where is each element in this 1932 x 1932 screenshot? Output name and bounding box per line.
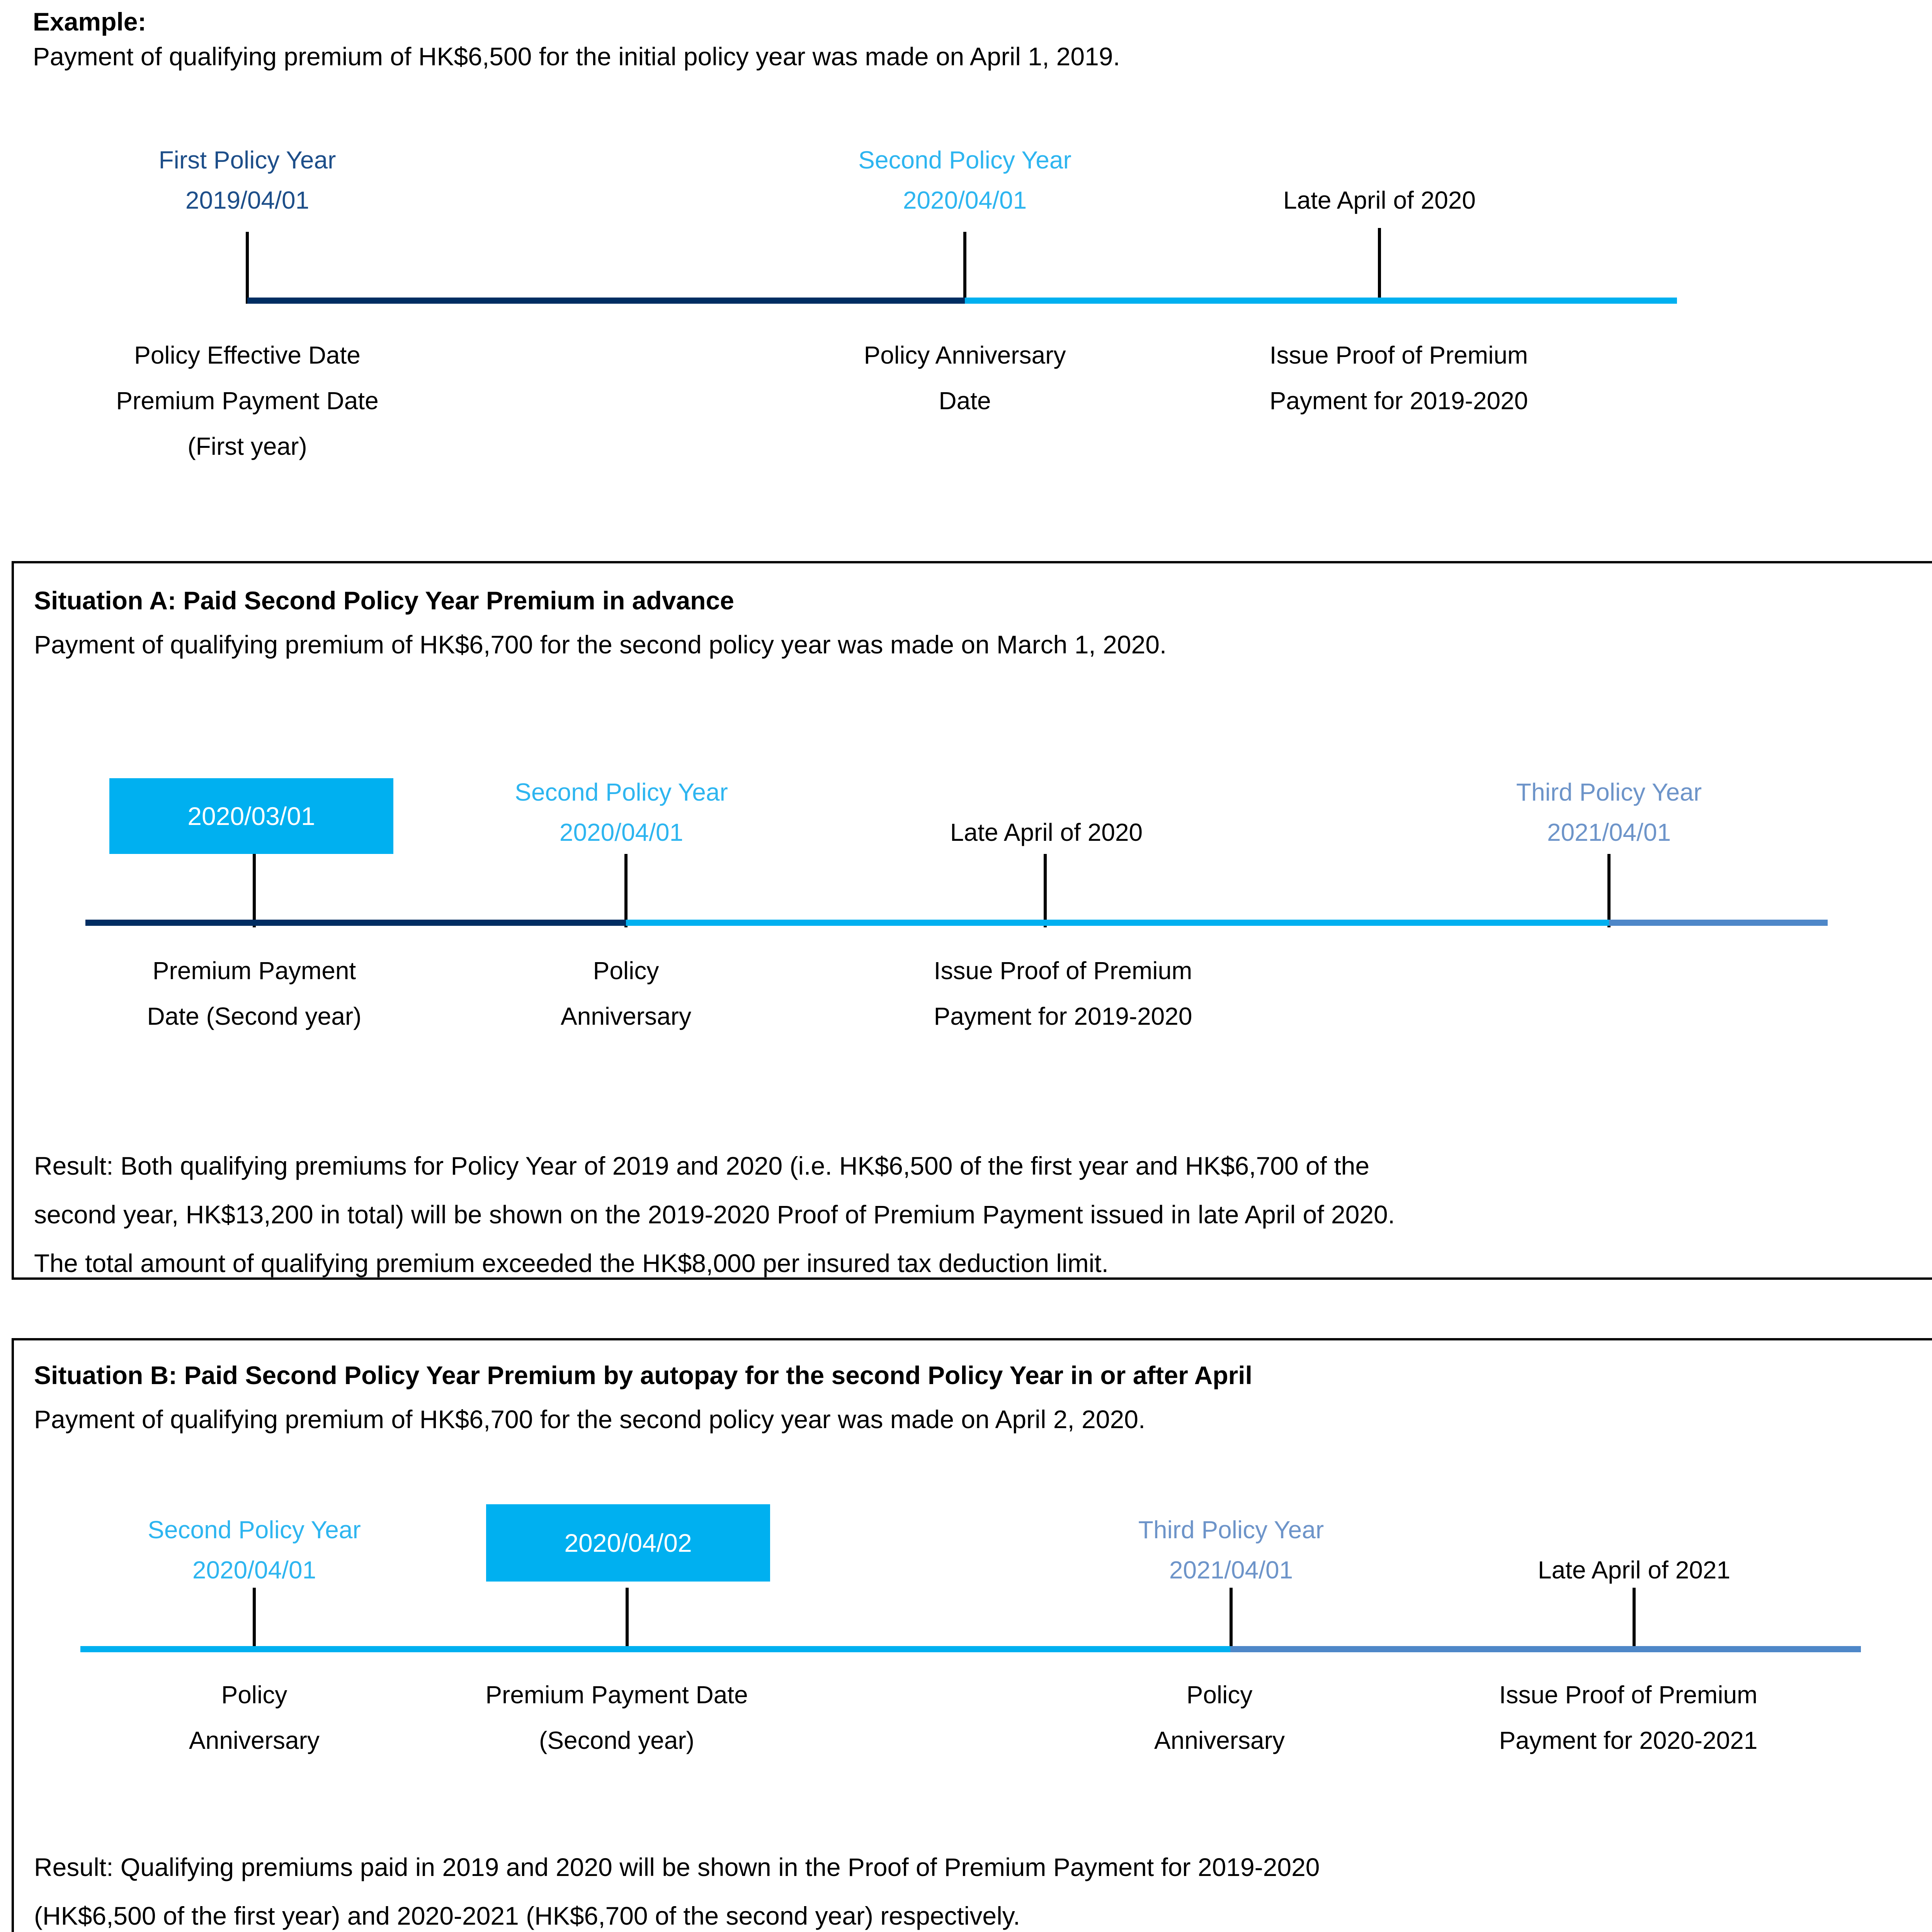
timeline-tick (246, 232, 249, 304)
situation-b-title: Situation B: Paid Second Policy Year Pre… (34, 1361, 1252, 1389)
label-line: Anniversary (561, 1002, 691, 1030)
label-line: 2021/04/01 (1169, 1556, 1293, 1584)
situation-b-intro: Payment of qualifying premium of HK$6,70… (34, 1405, 1146, 1434)
label-line: Anniversary (1154, 1726, 1285, 1754)
label-line: Policy Effective Date (134, 341, 361, 369)
timeline-segment-second-year (965, 298, 1677, 304)
label-line: Issue Proof of Premium (934, 957, 1192, 985)
timeline-tick (1633, 1588, 1636, 1652)
label-line: (Second year) (539, 1726, 694, 1754)
situation-a-label-premium-payment-date: Premium Payment Date (Second year) (147, 948, 362, 1039)
label-line: Anniversary (189, 1726, 320, 1754)
situation-a-label-second-policy-year: Second Policy Year 2020/04/01 (515, 772, 728, 852)
situation-b-label-second-policy-year: Second Policy Year 2020/04/01 (148, 1510, 361, 1590)
situation-b-label-issue-proof-2020-2021: Issue Proof of Premium Payment for 2020-… (1499, 1672, 1758, 1763)
label-line: Date (939, 387, 991, 415)
label-line: Late April of 2021 (1537, 1556, 1731, 1584)
situation-a-label-issue-proof-2019-2020: Issue Proof of Premium Payment for 2019-… (934, 948, 1192, 1039)
label-line: Payment for 2019-2020 (934, 1002, 1192, 1030)
result-line: second year, HK$13,200 in total) will be… (34, 1200, 1395, 1229)
situation-b-label-third-policy-year: Third Policy Year 2021/04/01 (1138, 1510, 1324, 1590)
timeline-tick (253, 1588, 256, 1652)
situation-a-intro: Payment of qualifying premium of HK$6,70… (34, 630, 1167, 659)
situation-b-box: Situation B: Paid Second Policy Year Pre… (12, 1338, 1932, 1932)
timeline-segment-second-year (626, 920, 1609, 926)
label-line: 2021/04/01 (1547, 818, 1671, 846)
label-line: Issue Proof of Premium (1269, 341, 1528, 369)
timeline-segment-third-year (1230, 1646, 1861, 1652)
result-line: Result: Both qualifying premiums for Pol… (34, 1151, 1370, 1180)
example-title: Example: (33, 7, 146, 36)
result-line: The total amount of qualifying premium e… (34, 1249, 1109, 1277)
label-line: 2019/04/01 (185, 186, 310, 214)
label-line: Second Policy Year (858, 146, 1071, 174)
label-line: Policy (1186, 1681, 1253, 1709)
timeline-tick (1044, 854, 1047, 927)
label-line: Second Policy Year (148, 1516, 361, 1544)
timeline-tick (1230, 1588, 1233, 1652)
situation-b-date-box: 2020/04/02 (486, 1504, 770, 1582)
label-line: Second Policy Year (515, 778, 728, 806)
example-label-first-policy-year: First Policy Year 2019/04/01 (159, 140, 336, 220)
label-line: Premium Payment Date (485, 1681, 748, 1709)
label-line: Late April of 2020 (1283, 186, 1476, 214)
timeline-segment-second-year (80, 1646, 1230, 1652)
label-line: (First year) (187, 432, 307, 460)
example-label-second-policy-year: Second Policy Year 2020/04/01 (858, 140, 1071, 220)
situation-a-label-policy-anniversary: Policy Anniversary (561, 948, 691, 1039)
example-label-policy-effective-date: Policy Effective Date Premium Payment Da… (116, 332, 378, 469)
timeline-segment-first-year (247, 298, 965, 304)
label-line: Policy Anniversary (864, 341, 1066, 369)
situation-a-box: Situation A: Paid Second Policy Year Pre… (12, 561, 1932, 1280)
label-line: Third Policy Year (1138, 1516, 1324, 1544)
situation-a-title: Situation A: Paid Second Policy Year Pre… (34, 586, 734, 615)
result-line: Result: Qualifying premiums paid in 2019… (34, 1853, 1320, 1881)
label-line: Policy (221, 1681, 287, 1709)
label-line: Premium Payment (152, 957, 356, 985)
label-line: 2020/04/01 (903, 186, 1027, 214)
timeline-tick (626, 1588, 629, 1652)
label-line: Date (Second year) (147, 1002, 362, 1030)
label-line: First Policy Year (158, 146, 336, 174)
situation-b-label-premium-payment-date: Premium Payment Date (Second year) (485, 1672, 748, 1763)
timeline-tick (624, 854, 628, 927)
label-line: Payment for 2019-2020 (1269, 387, 1528, 415)
timeline-segment-first-year (85, 920, 626, 926)
timeline-tick (963, 232, 966, 304)
label-line: 2020/04/01 (192, 1556, 316, 1584)
example-label-late-april-2020: Late April of 2020 (1283, 180, 1476, 220)
result-line: (HK$6,500 of the first year) and 2020-20… (34, 1901, 1020, 1930)
example-label-issue-proof-2019-2020: Issue Proof of Premium Payment for 2019-… (1270, 332, 1528, 423)
example-intro: Payment of qualifying premium of HK$6,50… (33, 42, 1120, 71)
timeline-tick (1378, 228, 1381, 304)
situation-a-result: Result: Both qualifying premiums for Pol… (34, 1141, 1395, 1287)
label-line: Issue Proof of Premium (1499, 1681, 1758, 1709)
label-line: Premium Payment Date (116, 387, 379, 415)
situation-b-result: Result: Qualifying premiums paid in 2019… (34, 1843, 1320, 1932)
situation-b-label-policy-anniversary-1: Policy Anniversary (189, 1672, 320, 1763)
label-line: Policy (593, 957, 659, 985)
label-line: Payment for 2020-2021 (1499, 1726, 1758, 1754)
label-line: Third Policy Year (1516, 778, 1702, 806)
timeline-segment-third-year (1609, 920, 1828, 926)
situation-a-label-late-april-2020: Late April of 2020 (950, 812, 1143, 852)
timeline-tick (253, 854, 256, 927)
situation-b-label-policy-anniversary-2: Policy Anniversary (1154, 1672, 1285, 1763)
label-line: Late April of 2020 (950, 818, 1143, 846)
label-line: 2020/04/01 (559, 818, 684, 846)
example-label-policy-anniversary-date: Policy Anniversary Date (864, 332, 1066, 423)
situation-b-label-late-april-2021: Late April of 2021 (1538, 1550, 1730, 1590)
situation-a-date-box: 2020/03/01 (109, 778, 393, 854)
timeline-tick (1607, 854, 1611, 927)
situation-a-label-third-policy-year: Third Policy Year 2021/04/01 (1516, 772, 1702, 852)
